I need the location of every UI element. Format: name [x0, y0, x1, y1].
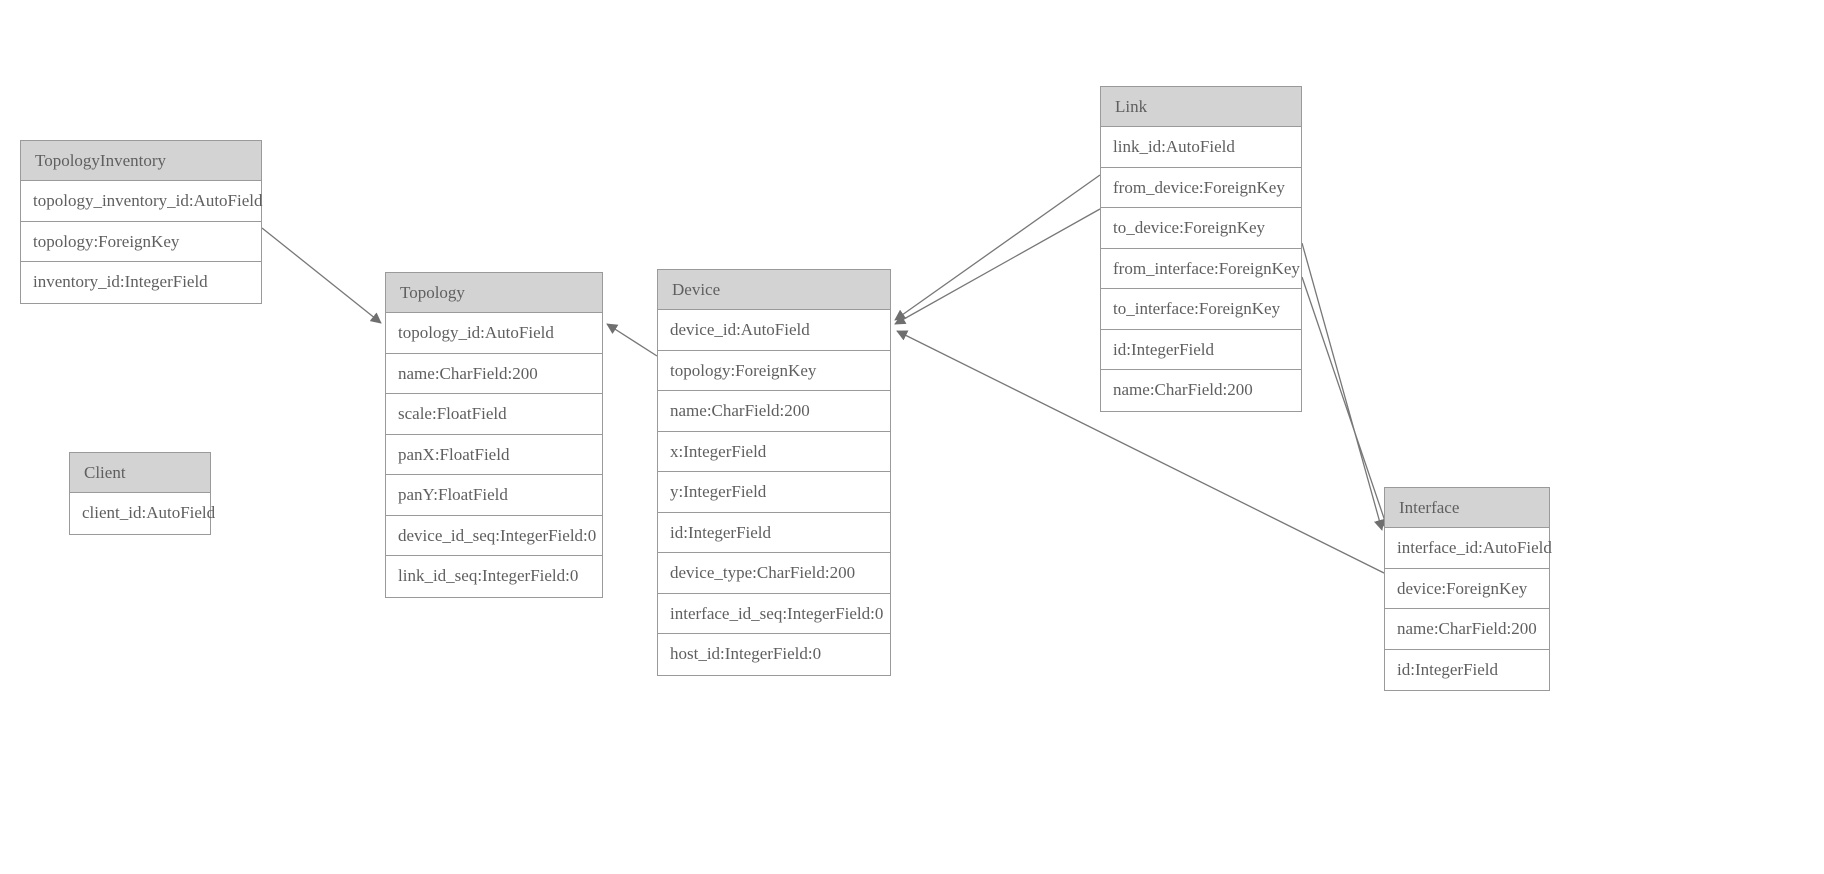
entity-field-row: device:ForeignKey — [1385, 568, 1549, 609]
entity-field-row: interface_id:AutoField — [1385, 528, 1552, 569]
entity-client[interactable]: Client client_id:AutoField — [69, 452, 215, 535]
relationship-edge — [1301, 276, 1390, 531]
entity-field-row: device_id_seq:IntegerField:0 — [386, 515, 602, 556]
entity-field-row: host_id:IntegerField:0 — [658, 634, 890, 675]
entity-field-row: panY:FloatField — [386, 475, 602, 516]
entity-field-row: x:IntegerField — [658, 431, 890, 472]
relationship-edge — [606, 323, 658, 357]
entity-title: TopologyInventory — [21, 141, 261, 181]
entity-title: Device — [658, 270, 890, 310]
relationship-edge — [894, 174, 1101, 321]
entity-title: Link — [1101, 87, 1301, 127]
entity-field-row: y:IntegerField — [658, 472, 890, 513]
entity-field-row: name:CharField:200 — [1101, 370, 1301, 411]
entity-field-row: from_device:ForeignKey — [1101, 167, 1301, 208]
entity-field-row: name:CharField:200 — [1385, 609, 1549, 650]
entity-field-row: name:CharField:200 — [658, 391, 890, 432]
entity-field-row: panX:FloatField — [386, 434, 602, 475]
entity-field-row: device_id:AutoField — [658, 310, 890, 351]
entity-field-row: name:CharField:200 — [386, 353, 602, 394]
entity-field-row: topology:ForeignKey — [658, 350, 890, 391]
entity-field-row: inventory_id:IntegerField — [21, 262, 261, 303]
entity-field-row: client_id:AutoField — [70, 493, 215, 534]
entity-field-row: topology_id:AutoField — [386, 313, 602, 354]
entity-field-row: link_id_seq:IntegerField:0 — [386, 556, 602, 597]
entity-topologyinventory[interactable]: TopologyInventory topology_inventory_id:… — [20, 140, 263, 304]
entity-field-row: scale:FloatField — [386, 394, 602, 435]
entity-field-row: interface_id_seq:IntegerField:0 — [658, 593, 890, 634]
relationship-edge — [261, 227, 382, 324]
entity-field-row: id:IntegerField — [1101, 329, 1301, 370]
entity-field-row: from_interface:ForeignKey — [1101, 248, 1301, 289]
entity-field-row: link_id:AutoField — [1101, 127, 1301, 168]
entity-field-row: topology_inventory_id:AutoField — [21, 181, 263, 222]
relationship-edge — [1301, 242, 1385, 531]
entity-field-row: id:IntegerField — [1385, 649, 1549, 690]
entity-title: Interface — [1385, 488, 1549, 528]
entity-field-row: to_device:ForeignKey — [1101, 208, 1301, 249]
entity-field-row: id:IntegerField — [658, 512, 890, 553]
entity-field-row: device_type:CharField:200 — [658, 553, 890, 594]
entity-field-list: client_id:AutoField — [70, 493, 215, 534]
entity-title: Topology — [386, 273, 602, 313]
entity-title: Client — [70, 453, 210, 493]
entity-field-row: to_interface:ForeignKey — [1101, 289, 1301, 330]
entity-field-row: topology:ForeignKey — [21, 221, 261, 262]
relationship-edge — [894, 208, 1101, 325]
